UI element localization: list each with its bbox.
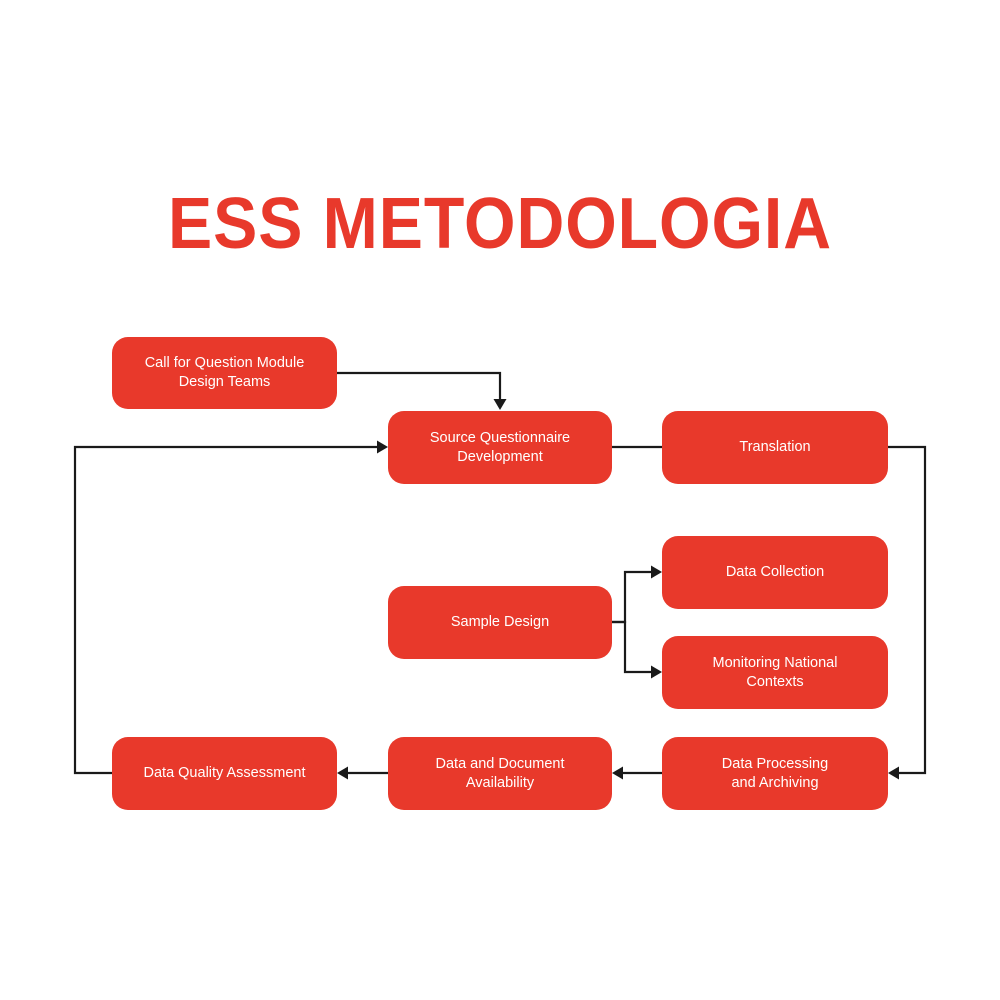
node-sample-design[interactable]: Sample Design (388, 586, 612, 659)
node-data-and-document-availability[interactable]: Data and Document Availability (388, 737, 612, 810)
node-label: Data Quality Assessment (143, 765, 306, 781)
arrowhead-icon (888, 766, 899, 780)
edge-loop-to-source (73, 440, 388, 775)
node-label: Sample Design (450, 614, 550, 630)
edge-sample-to-monitoring (612, 620, 662, 679)
node-label: Data and Document Availability (435, 755, 565, 791)
page-title: ESS METODOLOGIA (167, 184, 833, 264)
node-label: Data Collection (725, 564, 825, 580)
arrowhead-icon (651, 565, 662, 579)
node-translation[interactable]: Translation (662, 411, 888, 484)
node-label: Translation (739, 439, 811, 455)
edge-translation-to-processing (888, 445, 927, 780)
node-data-quality-assessment[interactable]: Data Quality Assessment (112, 737, 337, 810)
edge-processing-to-availability (612, 766, 662, 780)
arrowhead-icon (612, 766, 623, 780)
node-data-collection[interactable]: Data Collection (662, 536, 888, 609)
edge-sample-to-collection (612, 565, 662, 624)
node-source-questionnaire-development[interactable]: Source Questionnaire Development (388, 411, 612, 484)
edge-call-to-source (337, 371, 507, 410)
node-label: Data Processing and Archiving (721, 755, 829, 791)
node-monitoring-national-contexts[interactable]: Monitoring National Contexts (662, 636, 888, 709)
arrowhead-icon (337, 766, 348, 780)
node-label: Call for Question Module Design Teams (144, 355, 305, 390)
arrowhead-icon (493, 399, 507, 410)
edge-availability-to-quality (337, 766, 388, 780)
node-label: Monitoring National Contexts (712, 654, 838, 690)
node-call-for-question-module-design-teams[interactable]: Call for Question Module Design Teams (112, 337, 337, 409)
arrowhead-icon (651, 665, 662, 679)
node-label: Source Questionnaire Development (429, 429, 571, 465)
arrowhead-icon (377, 440, 388, 454)
node-data-processing-and-archiving[interactable]: Data Processing and Archiving (662, 737, 888, 810)
